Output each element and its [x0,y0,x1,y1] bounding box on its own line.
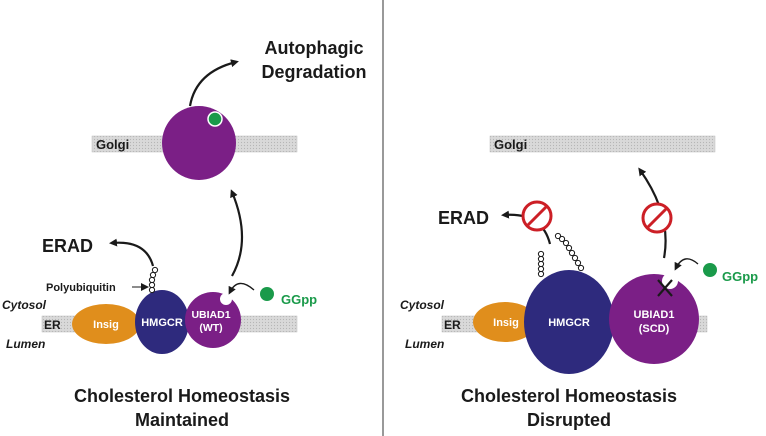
left-panel: Golgi ER Autophagic Degradation Insig HM… [2,38,367,430]
left-ubiad1-line1: UBIAD1 [191,309,230,321]
right-insig [473,302,537,342]
left-ggpp-arrow [228,282,255,295]
right-ubiad1-line2: (SCD) [639,323,670,335]
left-erad-label: ERAD [42,236,93,256]
left-autophagy-arrow [188,59,239,107]
right-ggpp-label: GGpp [722,269,758,284]
left-autophagic-line2: Degradation [261,62,366,82]
left-erad-arrow [109,238,155,267]
left-caption-line2: Maintained [135,410,229,430]
right-golgi-label: Golgi [494,137,527,152]
right-ubiad1-scd [609,274,699,364]
right-erad-label: ERAD [438,208,489,228]
left-ubiad1-wt [185,292,241,348]
right-caption-line2: Disrupted [527,410,611,430]
left-trafficking-arrow [230,189,244,277]
left-cytosol-label: Cytosol [2,298,47,312]
left-ubiad1-binding-site [220,293,232,305]
right-caption-line1: Cholesterol Homeostasis [461,386,677,406]
left-polyubiquitin-label: Polyubiquitin [46,282,116,294]
left-hmgcr-label: HMGCR [141,317,183,329]
left-golgi-label: Golgi [96,137,129,152]
left-ubiad1-line2: (WT) [199,322,222,334]
left-ggpp-label: GGpp [281,292,317,307]
right-hmgcr [524,270,614,374]
right-ubiad1-line1: UBIAD1 [634,309,675,321]
left-ggpp-dot [260,287,274,301]
right-cytosol-label: Cytosol [400,298,445,312]
left-ubiad1-vesicle [162,106,236,180]
right-insig-label: Insig [493,317,519,329]
left-er-label: ER [44,318,61,332]
right-trafficking-blocked-icon [641,202,673,234]
right-hmgcr-label: HMGCR [548,317,590,329]
right-ggpp-arrow [674,258,699,271]
right-lumen-label: Lumen [405,337,444,351]
left-insig [72,304,140,344]
right-ggpp-dot [703,263,717,277]
left-lumen-label: Lumen [6,337,45,351]
left-insig-label: Insig [93,319,119,331]
right-er-label: ER [444,318,461,332]
right-erad-blocked-icon [521,200,553,232]
left-vesicle-ggpp-dot [207,111,223,127]
left-hmgcr [135,290,189,354]
right-ggpp-blocked-cross [657,279,673,297]
right-polyubiquitin-chain [537,232,585,278]
right-panel: Golgi ER Insig HMGCR UBIAD1 (SCD) [400,135,758,430]
left-caption-line1: Cholesterol Homeostasis [74,386,290,406]
left-autophagic-line1: Autophagic [265,38,364,58]
left-polyubiquitin-chain [148,266,159,294]
right-golgi-membrane [489,135,716,153]
